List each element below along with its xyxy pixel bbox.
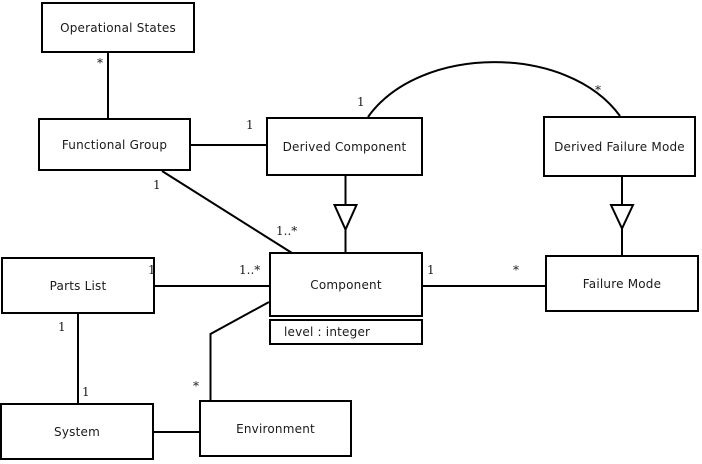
class-name-functional-group: Functional Group <box>61 137 168 152</box>
multiplicity-environment-star: * <box>193 379 199 393</box>
generalization-arrow-failure-mode-icon <box>609 204 635 231</box>
multiplicity-arc-derived-component-one: 1 <box>357 95 365 109</box>
class-box-functional-group[interactable]: Functional Group <box>38 118 191 171</box>
class-name-derived-failure-mode: Derived Failure Mode <box>554 139 685 154</box>
multiplicity-component-one-star: 1..* <box>239 263 261 277</box>
edge-functional-group-component <box>161 170 293 254</box>
multiplicity-failure-mode-star: * <box>513 263 519 277</box>
class-box-parts-list[interactable]: Parts List <box>1 257 155 314</box>
class-box-derived-component[interactable]: Derived Component <box>266 117 423 176</box>
class-name-component: Component <box>310 277 382 292</box>
multiplicity-component-one: 1 <box>427 263 435 277</box>
class-box-system[interactable]: System <box>0 403 154 460</box>
multiplicity-functional-group-one: 1 <box>153 178 161 192</box>
edge-derived-component-derived-failure-mode-arc <box>367 61 621 118</box>
class-name-parts-list: Parts List <box>49 278 107 293</box>
class-attribute-component-level[interactable]: level : integer <box>269 319 423 345</box>
class-box-component[interactable]: Component <box>269 252 423 317</box>
class-box-failure-mode[interactable]: Failure Mode <box>545 255 699 312</box>
multiplicity-operational-states-star: * <box>97 56 103 70</box>
class-name-environment: Environment <box>236 421 315 436</box>
class-name-system: System <box>54 424 100 439</box>
edge-component-environment <box>209 301 270 400</box>
class-name-operational-states: Operational States <box>60 20 176 35</box>
class-box-operational-states[interactable]: Operational States <box>41 2 195 53</box>
multiplicity-parts-list-one: 1 <box>148 263 156 277</box>
class-box-environment[interactable]: Environment <box>199 400 352 457</box>
multiplicity-parts-list-system-one-bottom: 1 <box>82 385 90 399</box>
multiplicity-arc-derived-failure-mode-star: * <box>595 83 601 97</box>
multiplicity-parts-list-system-one-top: 1 <box>58 320 66 334</box>
class-name-failure-mode: Failure Mode <box>582 276 662 291</box>
multiplicity-derived-component-one: 1 <box>246 118 254 132</box>
class-box-derived-failure-mode[interactable]: Derived Failure Mode <box>543 116 696 177</box>
generalization-arrow-component-icon <box>332 204 359 232</box>
multiplicity-component-one-star-diagonal: 1..* <box>276 224 298 238</box>
class-name-derived-component: Derived Component <box>282 139 407 154</box>
attribute-text: level : integer <box>284 325 371 339</box>
